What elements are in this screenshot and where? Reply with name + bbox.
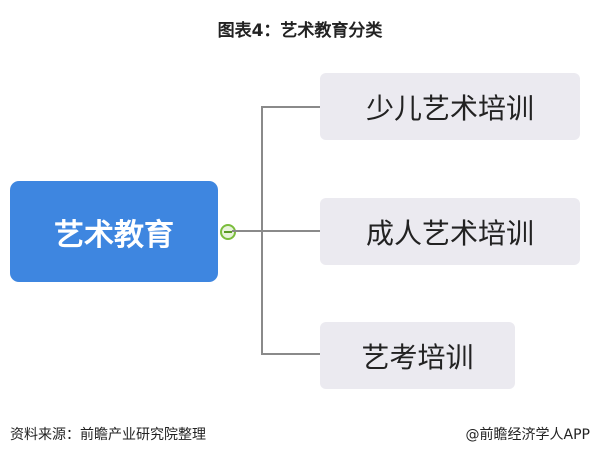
connector-child-3 [261,353,320,355]
child-node[interactable]: 少儿艺术培训 [320,73,580,140]
child-node[interactable]: 艺考培训 [320,322,515,389]
collapse-icon[interactable] [220,224,236,240]
connector-child-2 [261,230,320,232]
source-note: 资料来源：前瞻产业研究院整理 [10,427,206,443]
root-node[interactable]: 艺术教育 [10,181,218,282]
connector-root [232,230,262,232]
brand-note: @前瞻经济学人APP [465,427,590,443]
child-node[interactable]: 成人艺术培训 [320,198,580,265]
connector-child-1 [261,106,320,108]
chart-title: 图表4：艺术教育分类 [217,21,383,41]
